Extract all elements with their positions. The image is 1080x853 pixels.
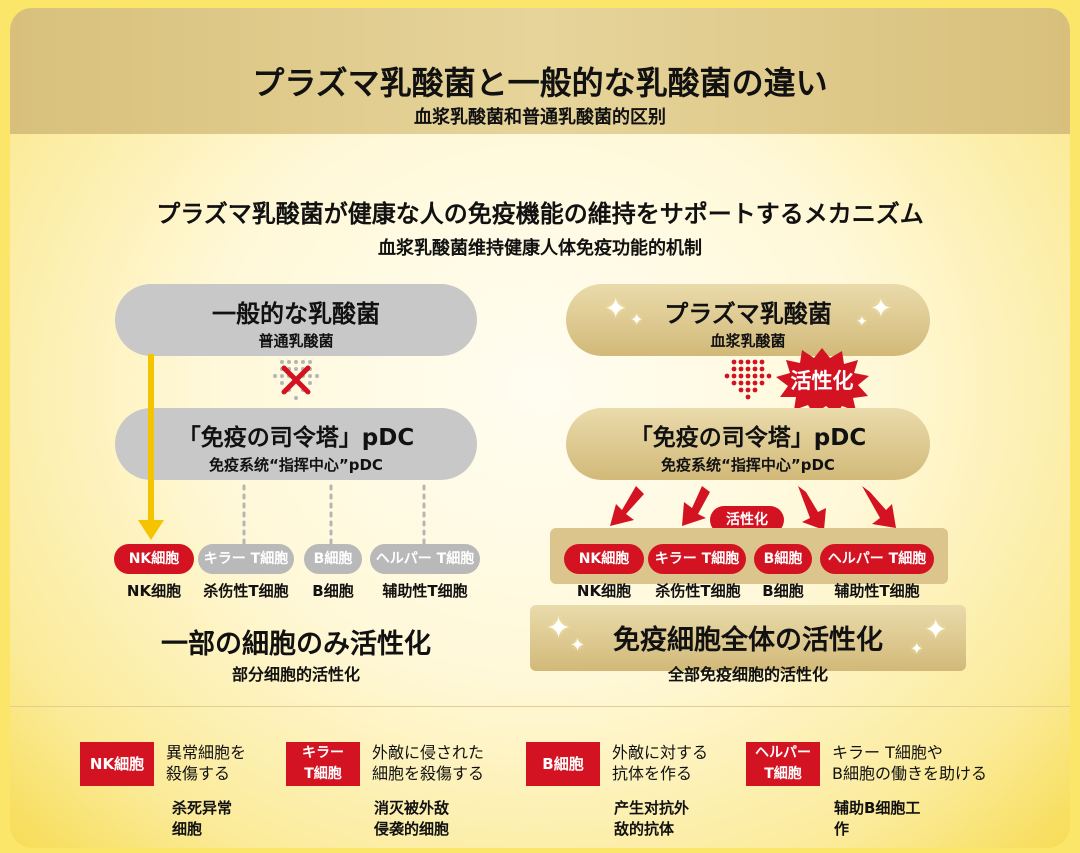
- right-result-sub: 全部免疫细胞的活性化: [667, 665, 828, 684]
- right-plasma-pill: プラズマ乳酸菌 血浆乳酸菌 ✦ ✦ ✦ ✦: [566, 284, 930, 356]
- activation-burst-icon: [776, 348, 869, 414]
- left-pdc-sub: 免疫系统“指挥中心”pDC: [209, 456, 383, 474]
- right-result-title: 免疫細胞全体の活性化: [613, 625, 883, 656]
- right-pdc-pill: 「免疫の司令塔」pDC 免疫系统“指挥中心”pDC: [566, 408, 930, 480]
- legend-cn-b: 产生对抗外敌的抗体: [614, 799, 690, 838]
- activation-arrow-icon: [724, 359, 772, 400]
- left-lactic-title: 一般的な乳酸菌: [212, 300, 380, 328]
- left-pdc-title: 「免疫の司令塔」pDC: [177, 425, 415, 451]
- right-result-panel: ✦ ✦ ✦ ✦: [530, 605, 966, 671]
- sparkle-icon: ✦: [910, 639, 924, 658]
- left-lactic-pill: 一般的な乳酸菌 普通乳酸菌: [115, 284, 477, 356]
- legend-cn-killer: 消灭被外敌侵袭的细胞: [374, 799, 450, 838]
- diagram-card: プラズマ乳酸菌と一般的な乳酸菌の違い 血浆乳酸菌和普通乳酸菌的区别 プラズマ乳酸…: [10, 8, 1070, 848]
- sparkle-icon: ✦: [870, 294, 892, 324]
- left-label-helper: 辅助性T细胞: [382, 582, 468, 600]
- divider: [10, 706, 1070, 707]
- right-plasma-title: プラズマ乳酸菌: [664, 300, 832, 328]
- left-badge-b: B細胞: [304, 544, 362, 574]
- left-label-nk: NK细胞: [126, 582, 182, 600]
- sparkle-icon: ✦: [856, 314, 868, 330]
- legend-jp-nk: 異常細胞を殺傷する: [166, 743, 247, 783]
- header-band: [10, 8, 1070, 134]
- legend-tag-b: B細胞: [526, 742, 600, 786]
- left-label-b: B细胞: [312, 582, 354, 600]
- right-badge-nk: NK細胞: [564, 544, 644, 574]
- right-label-b: B细胞: [762, 582, 804, 600]
- right-label-helper: 辅助性T细胞: [834, 582, 920, 600]
- page-subtitle: 血浆乳酸菌和普通乳酸菌的区别: [414, 107, 666, 128]
- page-title: プラズマ乳酸菌と一般的な乳酸菌の違い: [252, 64, 828, 102]
- legend-jp-b: 外敵に対する抗体を作る: [612, 743, 709, 783]
- left-pdc-pill: 「免疫の司令塔」pDC 免疫系统“指挥中心”pDC: [115, 408, 477, 480]
- left-badge-killer: キラー T細胞: [198, 544, 294, 574]
- right-badge-b: B細胞: [754, 544, 812, 574]
- right-badge-helper: ヘルパー T細胞: [820, 544, 934, 574]
- left-lactic-sub: 普通乳酸菌: [258, 332, 334, 350]
- sparkle-icon: ✦: [604, 292, 628, 325]
- legend-tag-nk: NK細胞: [80, 742, 154, 786]
- legend-cn-nk: 杀死异常细胞: [172, 799, 233, 838]
- left-result-title: 一部の細胞のみ活性化: [161, 629, 431, 660]
- right-pdc-sub: 免疫系统“指挥中心”pDC: [661, 456, 835, 474]
- legend-jp-killer: 外敵に侵された細胞を殺傷する: [372, 743, 485, 783]
- left-dotted-connectors: [242, 484, 426, 546]
- sparkle-icon: ✦: [630, 310, 644, 329]
- right-label-nk: NK细胞: [576, 582, 632, 600]
- mechanism-title: プラズマ乳酸菌が健康な人の免疫機能の維持をサポートするメカニズム: [156, 200, 924, 228]
- right-badge-killer: キラー T細胞: [648, 544, 746, 574]
- left-label-killer: 杀伤性T细胞: [203, 582, 289, 600]
- legend-cn-helper: 辅助B细胞工作: [834, 799, 921, 838]
- blocked-arrow-icon: [273, 360, 319, 400]
- red-arrows-icon: [610, 486, 896, 530]
- left-result-sub: 部分细胞的活性化: [231, 665, 360, 684]
- sparkle-icon: ✦: [924, 613, 948, 646]
- mechanism-subtitle: 血浆乳酸菌维持健康人体免疫功能的机制: [378, 238, 702, 259]
- right-label-killer: 杀伤性T细胞: [655, 582, 741, 600]
- direct-arrow-icon: [138, 354, 164, 540]
- activation-burst-text: 活性化: [790, 369, 854, 393]
- left-badge-helper: ヘルパー T細胞: [370, 544, 480, 574]
- sparkle-icon: ✦: [570, 635, 586, 656]
- right-pdc-title: 「免疫の司令塔」pDC: [629, 425, 867, 451]
- right-plasma-sub: 血浆乳酸菌: [710, 332, 786, 350]
- left-badge-nk: NK細胞: [114, 544, 194, 574]
- sparkle-icon: ✦: [546, 611, 572, 646]
